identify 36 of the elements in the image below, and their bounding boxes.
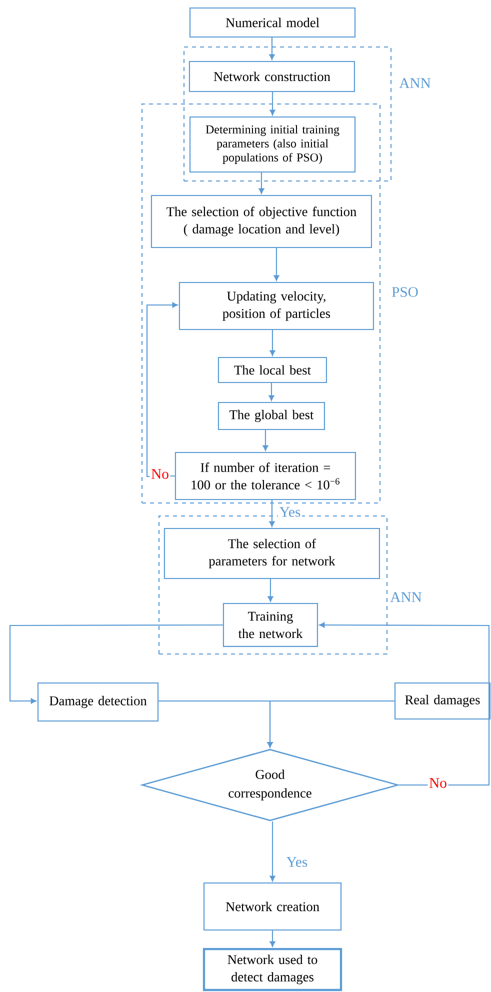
- process-box: Damage detection: [37, 682, 159, 722]
- arrow: [270, 930, 276, 947]
- process-box: Network construction: [188, 60, 355, 92]
- process-box: Network creation: [203, 882, 342, 931]
- arrow: [269, 38, 275, 60]
- process-box: Numerical model: [189, 7, 356, 38]
- process-box: Real damages: [394, 682, 491, 720]
- arrow: [268, 579, 274, 602]
- edge-label: Yes: [278, 506, 302, 518]
- arrow: [267, 700, 394, 748]
- process-box: The selection of parameters for network: [164, 528, 380, 579]
- arrow: [9, 624, 223, 704]
- edge-label: No: [428, 776, 448, 790]
- process-box: Updating velocity, position of particles: [178, 282, 374, 330]
- process-box: If number of iteration = 100 or the tolerance < 10$^{−6}$: [174, 452, 356, 500]
- arrow: [258, 172, 264, 194]
- arrow: [269, 500, 275, 527]
- arrow: [270, 330, 276, 356]
- edge-label: Yes: [285, 856, 309, 868]
- process-box: Network used to detect damages: [202, 948, 342, 992]
- group-label: ANN: [390, 592, 422, 602]
- arrow: [270, 821, 276, 882]
- arrow: [146, 302, 178, 478]
- process-box: The global best: [218, 402, 325, 430]
- process-box: Determining initial training parameters (also initial populations of PSO): [189, 116, 356, 173]
- process-box: Training the network: [222, 602, 318, 647]
- arrow: [274, 248, 280, 281]
- edge-label: No: [150, 468, 170, 480]
- group-label: PSO: [392, 287, 418, 297]
- arrow: [319, 622, 490, 786]
- group-label: ANN: [399, 78, 431, 88]
- arrow: [268, 383, 274, 401]
- arrow: [262, 430, 268, 451]
- arrow: [270, 92, 276, 116]
- process-box: The selection of objective function ( damage location and level): [150, 194, 372, 248]
- process-box: The local best: [218, 356, 327, 383]
